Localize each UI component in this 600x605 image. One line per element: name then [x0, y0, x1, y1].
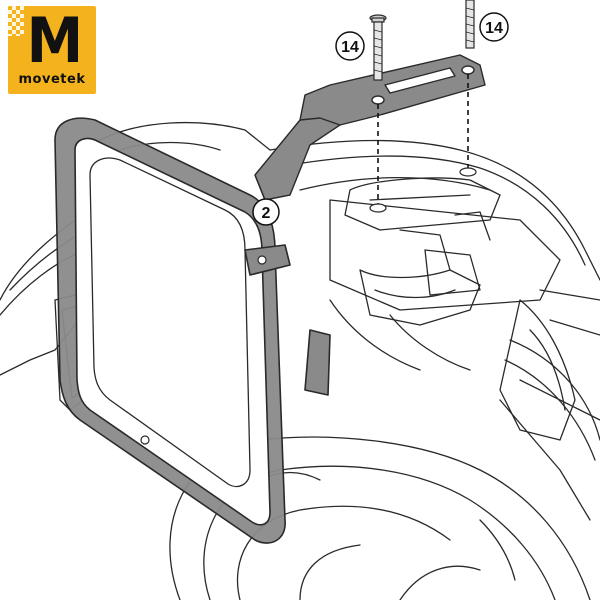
- screw-right: [465, 0, 475, 49]
- logo-mark: M: [26, 6, 84, 77]
- callout-label: 2: [262, 205, 271, 222]
- callout-label: 14: [341, 39, 359, 56]
- callout-14-left: 14: [335, 31, 365, 61]
- callout-2-frame: 2: [252, 198, 280, 226]
- screw-left: [369, 14, 387, 81]
- callout-label: 14: [485, 20, 503, 37]
- frame-inner-tube: [89, 157, 251, 488]
- assembly-lines: [377, 74, 469, 205]
- movetek-logo: M movetek: [8, 6, 96, 94]
- mounting-plate: [254, 54, 486, 201]
- pannier-frame: [54, 117, 331, 544]
- checkered-flag-icon: [8, 6, 24, 36]
- screws: [369, 0, 475, 81]
- target-hole-right: [459, 167, 477, 177]
- target-hole-left: [369, 203, 387, 213]
- logo-wordmark: movetek: [18, 72, 86, 87]
- callout-14-right: 14: [479, 12, 509, 42]
